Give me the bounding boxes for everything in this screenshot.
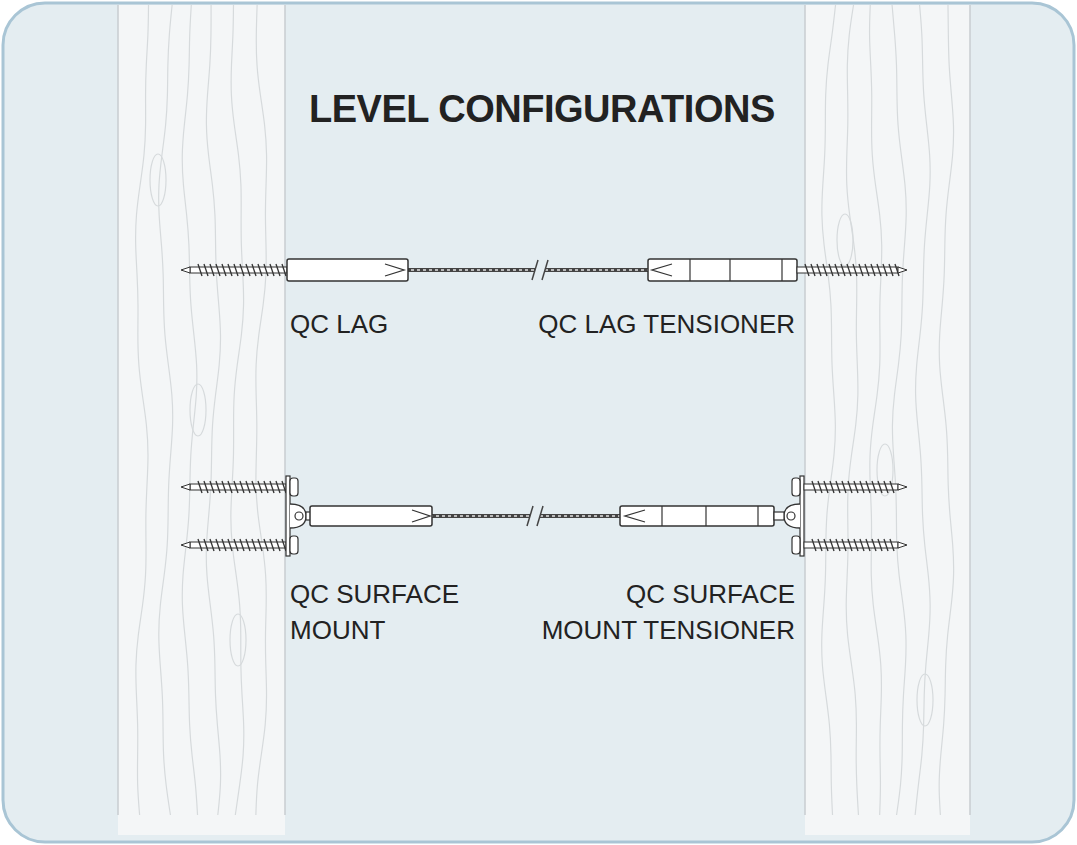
cable-hardware: [181, 259, 907, 556]
part-label: QC SURFACE MOUNT: [290, 576, 552, 648]
lag-screw: [797, 264, 907, 276]
surface-mount-bracket: [774, 476, 804, 556]
lag-screw: [181, 539, 286, 551]
part-label: QC SURFACE MOUNT TENSIONER: [533, 576, 795, 648]
part-label: QC LAG: [290, 306, 552, 342]
lag-screw: [181, 264, 287, 276]
wood-knot: [837, 214, 853, 266]
wood-knot: [917, 674, 933, 726]
cable-entry: [412, 510, 430, 522]
grain-line: [206, 5, 220, 815]
cable-entry: [652, 264, 672, 276]
grain-line: [969, 5, 971, 815]
grain-line: [846, 5, 858, 815]
cable-entry: [625, 510, 645, 522]
lag-screw: [804, 539, 907, 551]
diagram-title: LEVEL CONFIGURATIONS: [309, 88, 775, 131]
right-post: [805, 5, 970, 835]
grain-line: [892, 5, 906, 815]
grain-line: [136, 5, 149, 815]
grain-line: [822, 5, 836, 815]
grain-line: [939, 5, 953, 815]
swage-body: [310, 506, 432, 526]
wood-grain: [118, 5, 970, 815]
wood-knot: [150, 154, 166, 206]
grain-line: [804, 5, 806, 815]
part-label: QC LAG TENSIONER: [475, 306, 795, 342]
lag-screw: [181, 481, 286, 493]
grain-line: [159, 5, 173, 815]
cable-entry: [385, 264, 404, 276]
swage-body: [648, 259, 797, 281]
wood-knot: [230, 614, 246, 666]
wire-cable: [405, 260, 650, 280]
lag-screw: [804, 481, 907, 493]
grain-line: [256, 5, 267, 815]
left-post: [118, 5, 285, 835]
grain-line: [870, 5, 882, 815]
grain-line: [284, 5, 286, 815]
swage-body: [620, 506, 774, 526]
wire-cable: [430, 506, 622, 526]
swage-body: [287, 259, 408, 281]
wood-knot: [190, 384, 206, 436]
panel: [3, 3, 1074, 842]
grain-line: [231, 5, 244, 815]
grain-line: [117, 5, 119, 815]
